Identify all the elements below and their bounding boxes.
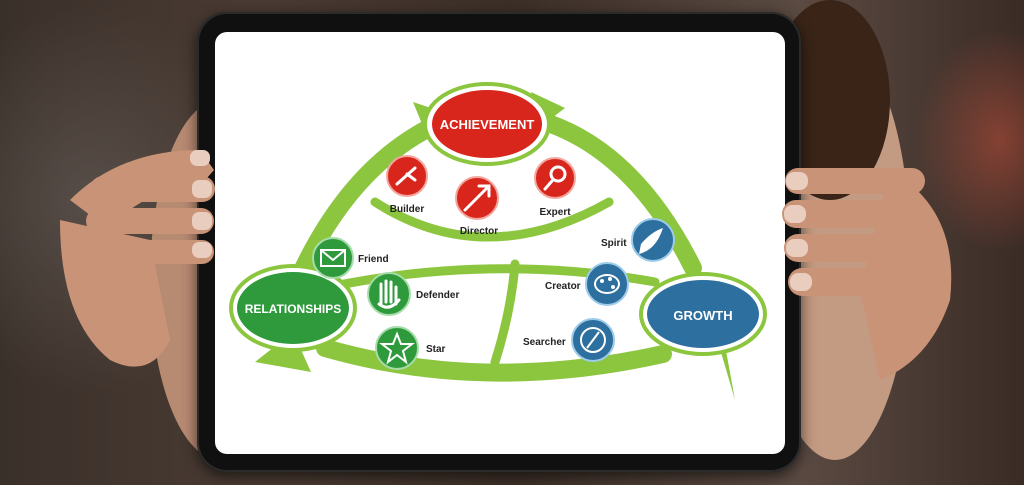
spirit-icon <box>631 218 675 262</box>
achievement-hub: ACHIEVEMENT <box>423 82 551 166</box>
growth-hub: GROWTH <box>639 272 767 356</box>
director-icon <box>455 176 499 220</box>
relationships-hub: RELATIONSHIPS <box>229 264 357 352</box>
achievement-label: ACHIEVEMENT <box>440 117 535 132</box>
builder-label: Builder <box>390 204 425 215</box>
creator-label: Creator <box>545 281 581 292</box>
star-label: Star <box>426 344 446 355</box>
relationships-label: RELATIONSHIPS <box>245 302 341 316</box>
tablet-screen: ACHIEVEMENT RELATIONSHIPS GROWTH Builder <box>215 32 785 454</box>
builder-icon <box>386 155 428 197</box>
director-label: Director <box>460 226 498 237</box>
searcher-label: Searcher <box>523 337 566 348</box>
creator-icon <box>585 262 629 306</box>
left-hand <box>60 150 215 367</box>
defender-label: Defender <box>416 290 459 301</box>
friend-icon <box>312 237 354 279</box>
spirit-label: Spirit <box>601 238 627 249</box>
expert-icon <box>534 157 576 199</box>
motivation-diagram: ACHIEVEMENT RELATIONSHIPS GROWTH Builder <box>229 82 767 400</box>
left-nails <box>190 150 212 258</box>
expert-label: Expert <box>539 207 571 218</box>
growth-label: GROWTH <box>673 308 732 323</box>
defender-icon <box>367 272 411 316</box>
friend-label: Friend <box>358 254 389 265</box>
searcher-icon <box>571 318 615 362</box>
tablet: ACHIEVEMENT RELATIONSHIPS GROWTH Builder <box>197 12 801 472</box>
right-hand <box>782 168 952 380</box>
star-icon <box>375 326 419 370</box>
right-nails <box>784 172 812 291</box>
